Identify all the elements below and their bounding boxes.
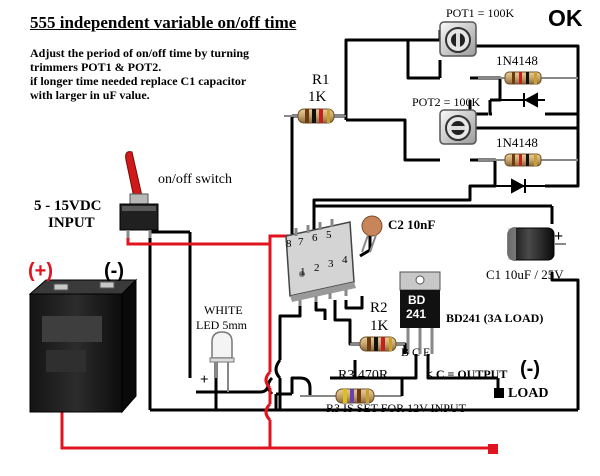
description-block: Adjust the period of on/off time by turn… bbox=[30, 46, 249, 102]
bd241-transistor bbox=[399, 271, 441, 354]
diode2-symbol bbox=[492, 178, 545, 194]
pin-2-label: 2 bbox=[314, 262, 320, 274]
pin-5-label: 5 bbox=[326, 229, 332, 241]
r3-resistor bbox=[300, 378, 404, 404]
white-led bbox=[209, 331, 235, 392]
battery-plus-label: (+) bbox=[28, 260, 53, 282]
c2-label: C2 10nF bbox=[388, 217, 436, 232]
output-label: < C = OUTPUT bbox=[426, 367, 508, 381]
diode2-label: 1N4148 bbox=[496, 135, 538, 150]
r2-value: 1K bbox=[370, 318, 389, 334]
pot1-label: POT1 = 100K bbox=[446, 6, 515, 20]
diagram-title: 555 independent variable on/off time bbox=[30, 13, 297, 32]
pin-3-label: 3 bbox=[328, 258, 334, 270]
transistor-pins-label: B C E bbox=[401, 345, 431, 359]
battery-minus-label: (-) bbox=[104, 260, 124, 282]
transistor-marking-1: BD bbox=[408, 293, 426, 307]
c1-label: C1 10uF / 25V bbox=[486, 267, 564, 282]
r1-value: 1K bbox=[308, 89, 327, 105]
switch-label: on/off switch bbox=[158, 172, 233, 187]
diode1-label: 1N4148 bbox=[496, 53, 538, 68]
load-label: LOAD bbox=[508, 386, 549, 401]
pot2-trimmer bbox=[439, 109, 477, 145]
r1-resistor bbox=[284, 108, 346, 124]
pin-8-label: 8 bbox=[286, 238, 292, 250]
led-color-label: WHITE bbox=[204, 303, 243, 317]
description-line: with larger in uF value. bbox=[30, 88, 150, 102]
r1-name: R1 bbox=[312, 72, 330, 88]
pin-4-label: 4 bbox=[342, 254, 348, 266]
description-line: if longer time needed replace C1 capacit… bbox=[30, 74, 247, 88]
r3-note: R3 IS SET FOR 12V INPUT bbox=[326, 401, 466, 415]
description-line: Adjust the period of on/off time by turn… bbox=[30, 46, 250, 60]
input-voltage: 5 - 15VDC bbox=[34, 198, 102, 214]
load-terminal bbox=[494, 388, 504, 398]
ic-555-chip bbox=[285, 219, 356, 306]
c1-capacitor bbox=[507, 227, 566, 261]
r2-name: R2 bbox=[370, 300, 388, 316]
r2-resistor bbox=[350, 336, 405, 352]
input-word: INPUT bbox=[48, 215, 95, 231]
toggle-switch bbox=[119, 151, 159, 238]
r3-label: R3 470R bbox=[338, 368, 389, 383]
pin-7-label: 7 bbox=[298, 236, 304, 248]
led-plus-sign: + bbox=[200, 372, 209, 388]
status-ok-label: OK bbox=[548, 5, 583, 31]
pot2-label: POT2 = 100K bbox=[412, 95, 481, 109]
c2-capacitor bbox=[361, 215, 383, 253]
pot1-trimmer bbox=[439, 21, 477, 57]
transistor-marking-2: 241 bbox=[406, 307, 427, 321]
description-line: trimmers POT1 & POT2. bbox=[30, 60, 162, 74]
diode1-symbol bbox=[492, 92, 545, 108]
c1-plus-sign: + bbox=[554, 228, 564, 245]
load-minus-label: (-) bbox=[520, 358, 540, 380]
battery bbox=[28, 278, 138, 414]
pin-1-label: 1 bbox=[300, 266, 306, 278]
red-terminal bbox=[488, 444, 498, 454]
diode1-body bbox=[478, 71, 578, 85]
led-size-label: LED 5mm bbox=[196, 318, 247, 332]
diode2-body bbox=[478, 153, 578, 167]
transistor-description: BD241 (3A LOAD) bbox=[446, 311, 544, 325]
pin-6-label: 6 bbox=[312, 232, 318, 244]
